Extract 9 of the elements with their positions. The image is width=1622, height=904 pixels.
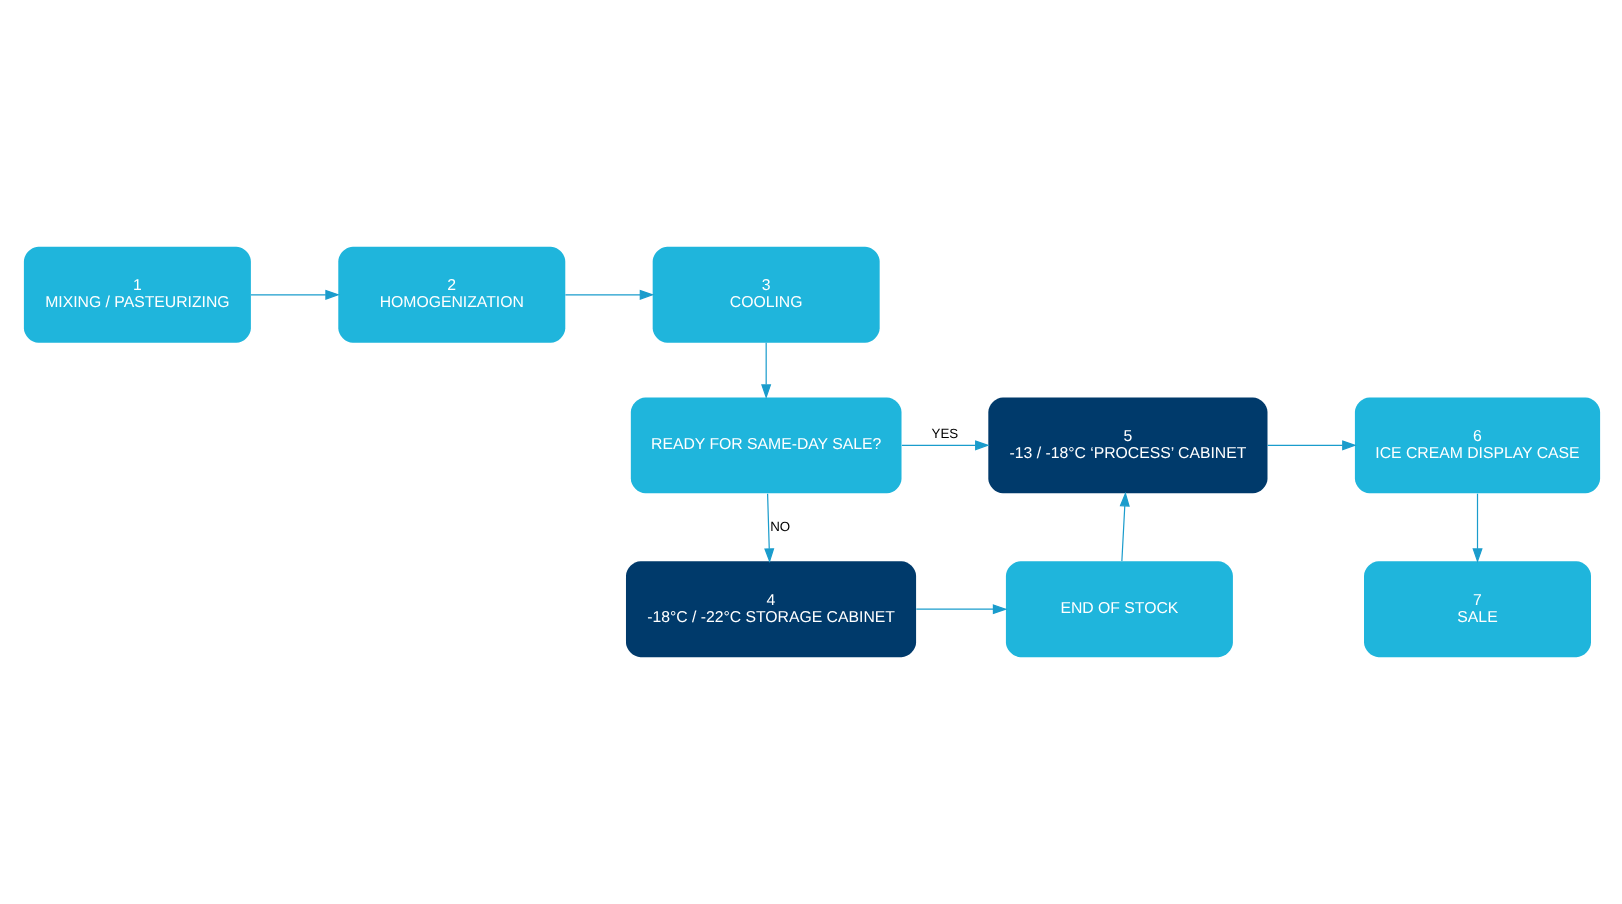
arrow [1265,440,1356,451]
arrow [900,440,989,451]
arrow [760,342,771,399]
arrow [1471,493,1482,563]
arrow [249,289,339,300]
arrow [1118,491,1129,562]
arrow [563,289,654,300]
arrow [763,493,774,563]
arrow [914,604,1007,615]
